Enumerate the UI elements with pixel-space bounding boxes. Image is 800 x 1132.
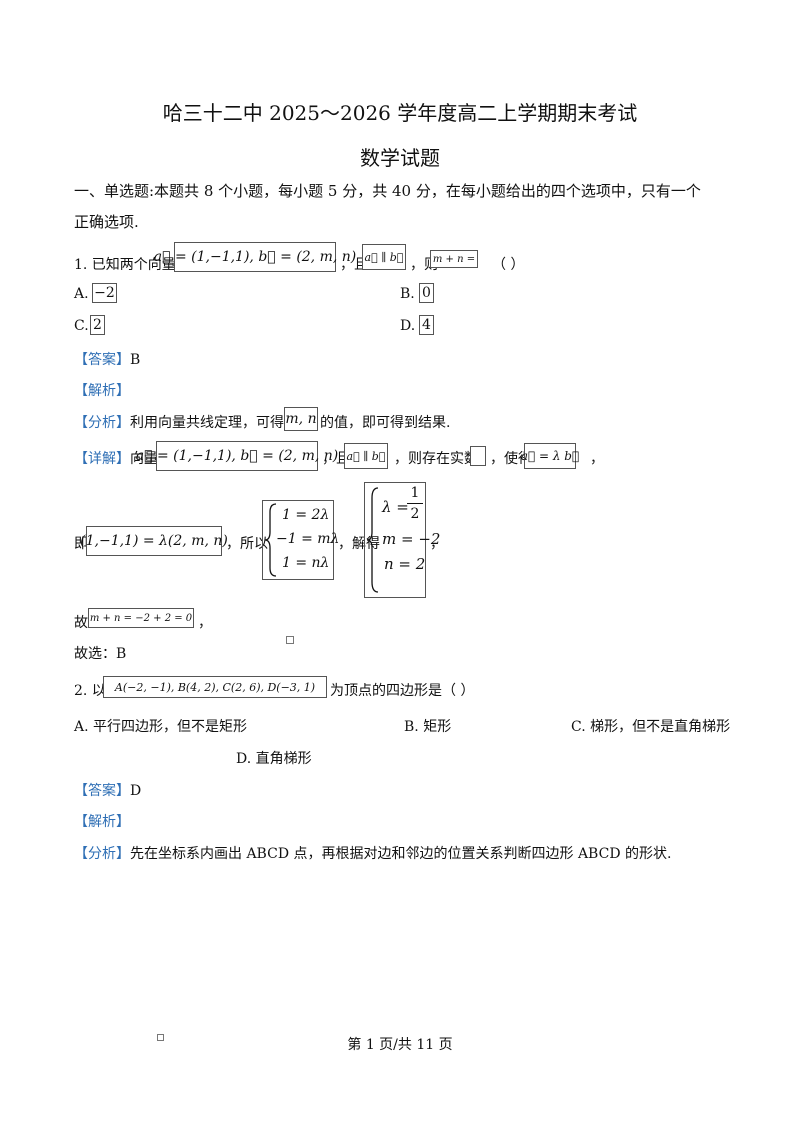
q1-detail-tag: 【详解】 [74, 451, 130, 467]
q1-detail-mid: ，且 [322, 451, 350, 467]
q1-detail-formula-vectors: a⃗ = (1,−1,1), b⃗ = (2, m, n) [136, 441, 338, 471]
q1-fenxi-formula: m, n [284, 407, 318, 431]
q1-gu-pre: 故 [74, 615, 88, 631]
q2-stem-prefix: 2. 以 [74, 683, 106, 699]
q1-solution-lambda: λ = [382, 498, 409, 516]
q1-option-a-value: −2 [92, 283, 117, 303]
q1-fenxi-post: 的值，即可得到结果. [320, 415, 451, 431]
q1-detail-formula-eq: a⃗ = λ b⃗ [521, 443, 579, 469]
q1-guxuan: 故选：B [74, 646, 127, 662]
q1-detail-pre-row: 【详解】向量 [74, 448, 158, 468]
q1-detail-pre: 向量 [130, 451, 158, 467]
q1-option-b-label: B. [400, 286, 415, 302]
q1-solution-brace-icon [366, 487, 379, 593]
q2-points-formula: A(−2, −1), B(4, 2), C(2, 6), D(−3, 1) [103, 676, 327, 698]
q2-analysis-tag: 【解析】 [74, 814, 130, 830]
q2-option-b: B. 矩形 [404, 716, 451, 736]
q1-solution-m: m = −2 [382, 530, 441, 548]
q2-option-d-text: 直角梯形 [255, 751, 312, 767]
q1-gu-end: ， [198, 615, 212, 631]
q2-option-b-text: 矩形 [423, 719, 452, 735]
q1-detail-formula-parallel: a⃗ ∥ b⃗ [344, 443, 388, 469]
q1-ji-pre: 即 [74, 536, 88, 552]
q2-answer-value: D [130, 783, 142, 799]
q2-option-c-text: 梯形，但不是直角梯形 [590, 719, 731, 735]
footer-square-icon [157, 1034, 164, 1041]
q1-formula-vectors: a⃗ = (1,−1,1), b⃗ = (2, m, n) [154, 242, 356, 272]
q1-option-d-value: 4 [419, 315, 434, 335]
q2-fenxi-tag: 【分析】 [74, 846, 130, 862]
q2-option-c-label: C. [571, 719, 586, 735]
q2-fenxi-row: 【分析】先在坐标系内画出 ABCD 点，再根据对边和邻边的位置关系判断四边形 A… [74, 843, 671, 863]
q1-answer-row: 【答案】B [74, 349, 140, 369]
q1-analysis-tag: 【解析】 [74, 383, 130, 399]
q1-formula-parallel: a⃗ ∥ b⃗ [362, 244, 406, 270]
q1-gu-formula: m + n = −2 + 2 = 0 [88, 608, 194, 628]
q1-solution-box [364, 482, 426, 598]
q1-detail-end: ， [590, 451, 604, 467]
q1-option-b-value: 0 [419, 283, 434, 303]
q1-ji-formula: (1,−1,1) = λ(2, m, n) [80, 526, 228, 556]
q1-fenxi-tag: 【分析】 [74, 415, 130, 431]
q2-stem-suffix: 为顶点的四边形是（ ） [330, 683, 475, 699]
q1-system-brace-icon [264, 503, 277, 577]
q1-option-c-value: 2 [90, 315, 105, 335]
page-title: 哈三十二中 2025～2026 学年度高二上学期期末考试 [162, 101, 638, 125]
q2-fenxi-text: 先在坐标系内画出 ABCD 点，再根据对边和邻边的位置关系判断四边形 ABCD … [130, 846, 672, 862]
q1-formula-ask: m + n = [430, 250, 478, 268]
page-subtitle: 数学试题 [360, 146, 440, 170]
placeholder-square-icon [286, 636, 294, 644]
q1-option-a-label: A. [74, 286, 89, 302]
q1-system-line-3: 1 = nλ [282, 555, 330, 571]
q1-detail-lambda-box [470, 446, 486, 466]
q1-solution-numerator: 1 [410, 485, 420, 501]
q1-option-c-label: C. [74, 318, 89, 334]
q1-stem-suffix: （ ） [492, 257, 525, 273]
q1-detail-mid3: ，使得 [490, 451, 532, 467]
q2-option-a-text: 平行四边形，但不是矩形 [93, 719, 248, 735]
q1-detail-mid2: ，则存在实数 [394, 451, 478, 467]
q2-option-a: A. 平行四边形，但不是矩形 [74, 716, 247, 736]
q1-solution-comma: ， [430, 536, 444, 552]
q1-system-line-2: −1 = mλ [276, 531, 340, 547]
q1-stem-mid: ，且 [340, 257, 368, 273]
q2-option-c: C. 梯形，但不是直角梯形 [571, 716, 730, 736]
section-heading-line2: 正确选项. [74, 213, 139, 231]
q1-solution-fraction-bar [407, 503, 423, 504]
q1-stem-prefix: 1. 已知两个向量 [74, 257, 176, 273]
q2-option-d: D. 直角梯形 [236, 748, 312, 768]
q1-answer-tag: 【答案】 [74, 352, 130, 368]
q1-solution-denominator: 2 [410, 506, 420, 522]
q1-system-line-1: 1 = 2λ [282, 507, 330, 523]
page-footer: 第 1 页/共 11 页 [347, 1037, 453, 1053]
q1-system-box [262, 500, 334, 580]
q1-answer-value: B [130, 352, 141, 368]
q1-fenxi-pre-row: 【分析】利用向量共线定理，可得 [74, 412, 284, 432]
q2-option-b-label: B. [404, 719, 419, 735]
q1-fenxi-pre: 利用向量共线定理，可得 [130, 415, 284, 431]
q2-answer-tag: 【答案】 [74, 783, 130, 799]
q1-solution-n: n = 2 [384, 555, 426, 573]
q2-answer-row: 【答案】D [74, 780, 141, 800]
q2-option-a-label: A. [74, 719, 89, 735]
section-heading-line1: 一、单选题:本题共 8 个小题，每小题 5 分，共 40 分，在每小题给出的四个… [74, 182, 701, 200]
q1-option-d-label: D. [400, 318, 416, 334]
q2-option-d-label: D. [236, 751, 252, 767]
q1-suoyi: ，所以 [226, 536, 268, 552]
